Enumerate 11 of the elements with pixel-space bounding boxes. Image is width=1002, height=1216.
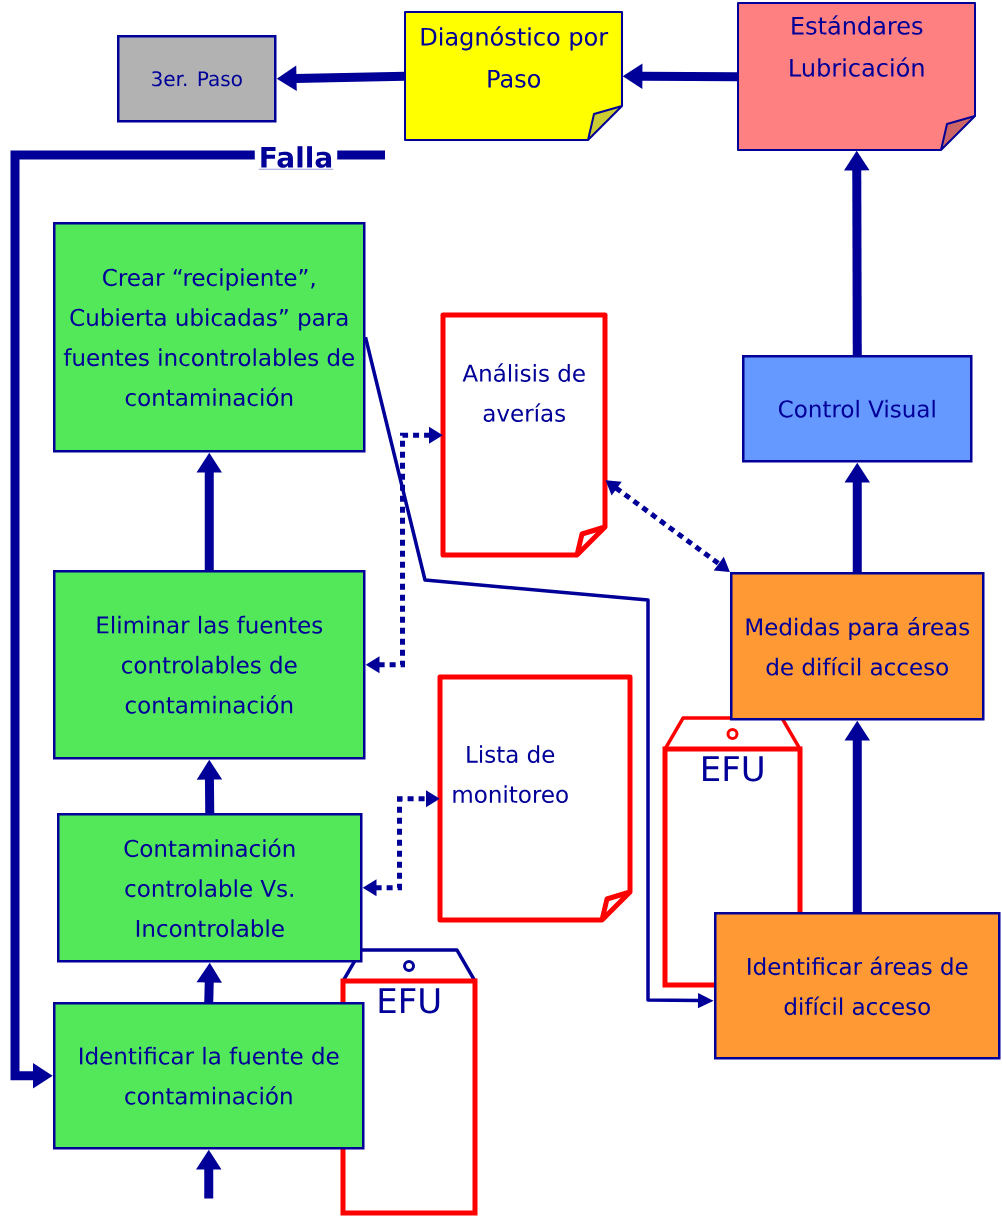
process-box: Control Visual [742, 355, 973, 463]
edge-label: Falla [254, 142, 338, 174]
sticky-note: Estándares Lubricación [737, 2, 976, 151]
process-box: 3er. Paso [117, 35, 277, 123]
process-box: Eliminar las fuentes controlables de contaminación [53, 570, 366, 760]
process-box: Medidas para áreas de difícil acceso [730, 572, 985, 721]
process-box: Identificar áreas de difícil acceso [714, 912, 1001, 1060]
process-box: Crear “recipiente”, Cubierta ubicadas” para fuentes incontrolables de contaminación [53, 222, 366, 453]
process-box: Identificar la fuente de contaminación [53, 1002, 365, 1150]
sticky-note: Diagnóstico por Paso [404, 11, 623, 141]
process-box: Contaminación controlable Vs. Incontrolable [57, 813, 363, 963]
